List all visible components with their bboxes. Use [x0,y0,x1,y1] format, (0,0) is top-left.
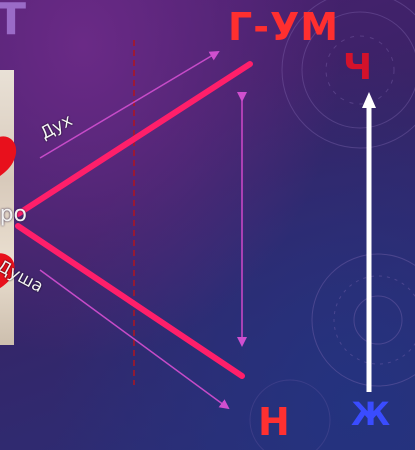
label-human: Ч [343,47,373,88]
upper-guide-arrow [39,50,220,159]
lower-main-line [15,223,245,379]
lower-guide-arrow [39,269,230,410]
upper-main-line [15,61,253,217]
label-good: бро [0,202,27,227]
title-fragment: Т [0,0,27,45]
label-mind: Г-УМ [228,5,340,49]
red-heart-shape [0,136,16,289]
label-zh: Ж [351,395,391,433]
label-n: Н [258,400,290,444]
